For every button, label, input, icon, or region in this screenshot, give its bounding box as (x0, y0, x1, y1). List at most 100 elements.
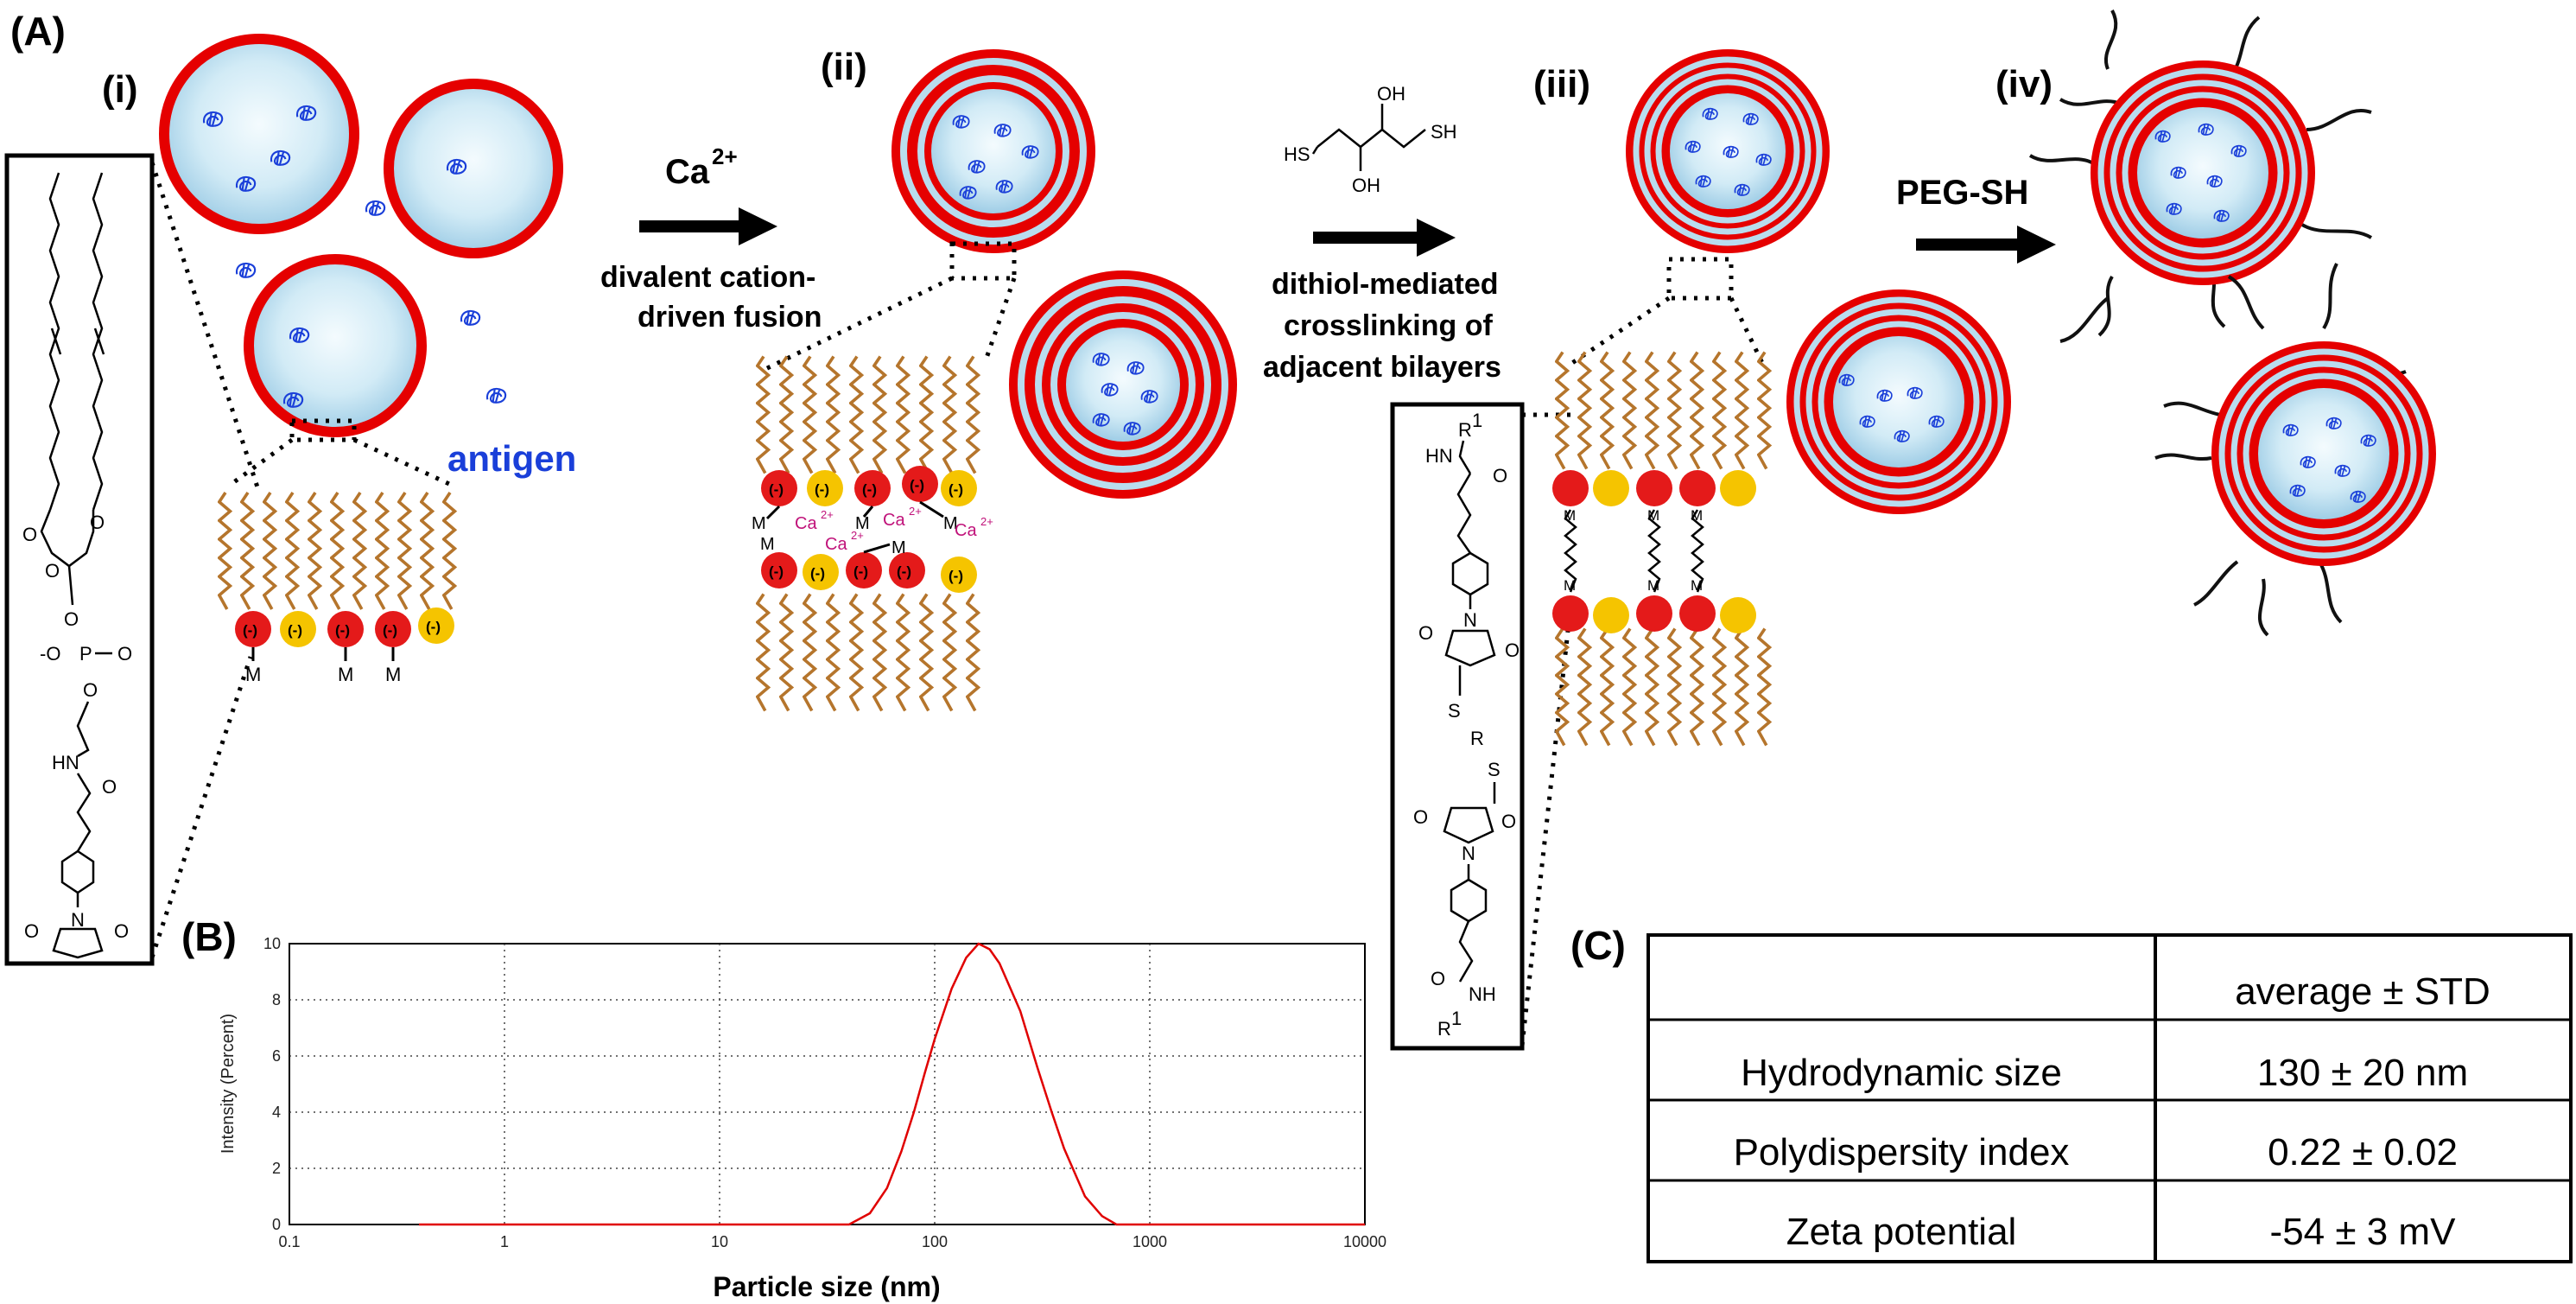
maleimide-m: M (245, 664, 261, 685)
chem-p: P (79, 643, 92, 665)
ca-label-sup: 2+ (712, 143, 738, 169)
chem-r: R (1437, 1018, 1451, 1040)
maleimide-m: M (752, 514, 766, 533)
vesicle-i-2 (384, 79, 563, 258)
chem-o: O (83, 679, 98, 701)
ca-ion: Ca (883, 511, 905, 530)
x-tick-label: 10 (711, 1233, 728, 1250)
ca-ion-sup: 2+ (821, 508, 834, 521)
neg-charge: (-) (949, 481, 963, 498)
neg-charge: (-) (426, 619, 441, 635)
neg-charge: (-) (862, 481, 877, 498)
fusion-label-line2: driven fusion (638, 301, 822, 334)
zoom-lines-ii (758, 241, 1017, 374)
maleimide-m: M (385, 664, 401, 685)
neg-charge: (-) (853, 563, 868, 580)
x-tick-label: 10000 (1343, 1233, 1386, 1250)
maleimide-m: M (943, 514, 958, 533)
neg-charge: (-) (949, 568, 963, 584)
peg-label: PEG-SH (1896, 174, 2028, 212)
chem-s: S (1448, 700, 1461, 722)
y-tick-label: 6 (272, 1047, 281, 1065)
ca-label: Ca (665, 153, 710, 191)
chem-o: O (114, 920, 129, 942)
chem-hn: HN (1425, 445, 1453, 467)
neg-charge: (-) (288, 622, 302, 639)
chem-n: N (71, 909, 85, 931)
chem-o: O (45, 560, 60, 582)
chem-nh: NH (1469, 983, 1496, 1005)
chem-o: O (24, 920, 39, 942)
dithiol-structure: HS SH OH OH (1284, 83, 1457, 196)
ca-ion: Ca (825, 535, 847, 554)
vesicle-iii-2 (1786, 289, 2011, 514)
zoom-lines-i (149, 162, 451, 958)
chem-r1-sup: 1 (1472, 410, 1482, 431)
crosslink-label-line1: dithiol-mediated (1272, 268, 1499, 301)
chart-gridlines (289, 944, 1365, 1224)
panel-label-c: (C) (1570, 923, 1626, 968)
chem-o: O (64, 608, 79, 630)
x-tick-label: 1000 (1133, 1233, 1167, 1250)
neg-charge: (-) (335, 622, 350, 639)
chem-hn: HN (52, 752, 79, 773)
neg-charge: (-) (910, 477, 924, 493)
panel-label-iv: (iv) (1995, 63, 2053, 105)
neg-charge: (-) (769, 563, 784, 580)
chem-o: O (1493, 465, 1507, 487)
chem-o: O (90, 512, 105, 533)
ca-ion-sup: 2+ (851, 529, 864, 542)
chem-o: O (22, 524, 37, 545)
neg-charge: (-) (243, 622, 257, 639)
y-tick-label: 8 (272, 991, 281, 1008)
neg-charge: (-) (810, 565, 825, 582)
chem-n: N (1463, 609, 1477, 631)
fusion-label-line1: divalent cation- (600, 261, 815, 294)
lipid-structure-box: O O O O -O P O O HN O N O O (4, 153, 155, 966)
chem-r1-sup: 1 (1451, 1008, 1462, 1029)
panel-label-i: (i) (102, 68, 138, 111)
y-tick-label: 2 (272, 1160, 281, 1177)
vesicle-iv-2 (2154, 263, 2436, 637)
chem-s: S (1488, 759, 1501, 780)
x-axis-label: Particle size (nm) (713, 1271, 940, 1302)
chem-o: O (1418, 622, 1433, 644)
vesicle-ii-1 (891, 49, 1095, 253)
y-tick-label: 0 (272, 1216, 281, 1233)
table-header-value: average ± STD (2235, 970, 2490, 1013)
table-row-value: 0.22 ± 0.02 (2268, 1131, 2458, 1174)
vesicle-iii-1 (1626, 49, 1830, 253)
maleimide-m: M (1691, 507, 1703, 524)
chem-o: O (1413, 806, 1428, 828)
arrow-fusion: Ca 2+ divalent cation- driven fusion (600, 143, 822, 334)
chem-o-minus: -O (40, 643, 60, 665)
maleimide-m: M (760, 535, 775, 554)
table-row-value: -54 ± 3 mV (2270, 1211, 2457, 1253)
maleimide-m: M (1647, 507, 1659, 524)
vesicle-iv-1 (2028, 10, 2373, 343)
bilayer-ii: (-) (-) (-) (-) (-) (-) (-) (-) (-) (-) … (752, 354, 993, 713)
vesicle-ii-2 (1009, 270, 1237, 499)
table-row-label: Polydispersity index (1734, 1131, 2070, 1174)
chem-o: O (1505, 639, 1520, 661)
maleimide-m: M (1647, 577, 1659, 594)
chem-oh: OH (1352, 175, 1380, 196)
vesicle-i-1 (159, 34, 359, 234)
maleimide-m: M (338, 664, 353, 685)
neg-charge: (-) (769, 481, 784, 498)
antigen-label: antigen (447, 438, 576, 479)
table-row-value: 130 ± 20 nm (2257, 1052, 2468, 1094)
size-distribution-line (418, 942, 1365, 1226)
chem-hs: HS (1284, 143, 1310, 165)
crosslinker-structure-box: R 1 HN O N O O S R S O O N O NH R 1 (1390, 402, 1525, 1051)
maleimide-m: M (1564, 577, 1576, 594)
bilayer-iii: M M M M M M (1552, 350, 1772, 747)
panel-label-iii: (iii) (1533, 63, 1590, 105)
panel-label-ii: (ii) (821, 46, 867, 88)
chem-o: O (117, 643, 132, 665)
arrow-crosslink: dithiol-mediated crosslinking of adjacen… (1263, 219, 1501, 384)
maleimide-m: M (1691, 577, 1703, 594)
maleimide-m: M (891, 538, 906, 557)
